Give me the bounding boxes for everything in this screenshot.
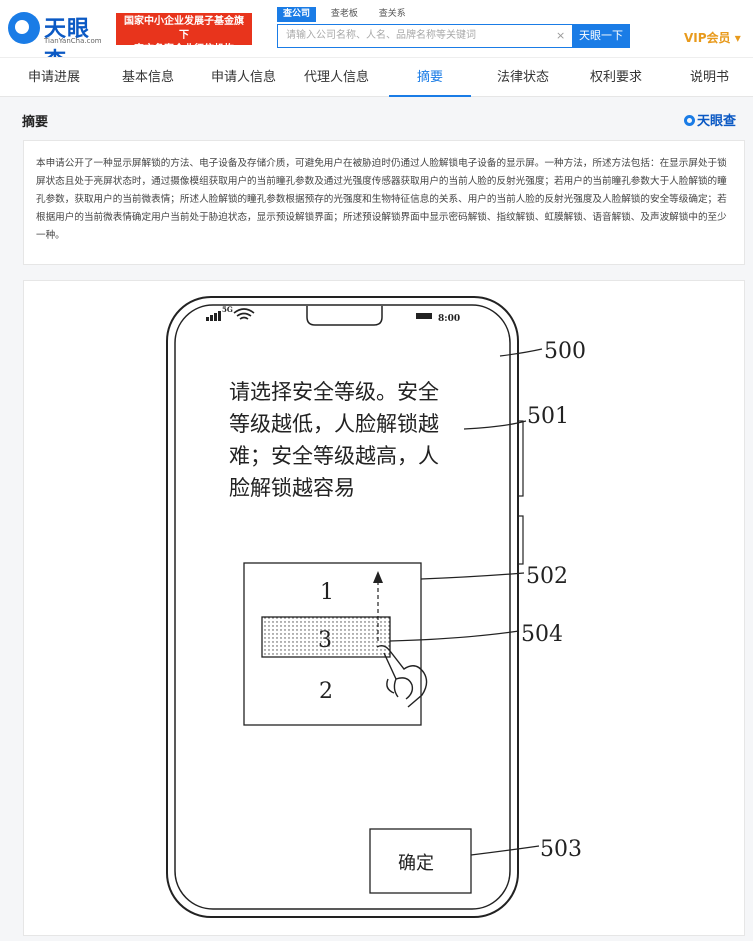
tab-agent-info[interactable]: 代理人信息 [304, 70, 370, 85]
tab-legal-status[interactable]: 法律状态 [497, 70, 550, 85]
hand-icon [376, 644, 428, 708]
badge-line-1: 国家中小企业发展子基金旗下 [124, 16, 244, 41]
confirm-button[interactable] [369, 828, 472, 894]
signal-bar-2 [210, 315, 213, 321]
ref-label-503: 503 [540, 837, 582, 862]
prompt-line-2: 等级越低，人脸解锁越 [229, 412, 439, 436]
phone-inner-body [174, 304, 511, 910]
search-type-tabs: 查公司 查老板 查关系 [277, 7, 418, 23]
phone-notch [306, 306, 383, 326]
signal-bar-1 [206, 317, 209, 321]
search-input[interactable]: 请输入公司名称、人名、品牌名称等关键词 [286, 30, 476, 41]
prompt-line-1: 请选择安全等级。安全 [229, 380, 439, 404]
ref-line-501 [463, 420, 527, 430]
ref-label-504: 504 [521, 622, 563, 647]
search-tab-relation[interactable]: 查关系 [378, 9, 406, 19]
status-time: 8:00 [438, 314, 460, 324]
status-5g: 5G [222, 305, 233, 314]
brand-logo-icon [684, 115, 695, 126]
ref-line-504 [389, 630, 520, 642]
clear-icon[interactable]: × [556, 29, 566, 42]
picker-value-selected[interactable]: 3 [318, 628, 332, 653]
brand-logo-text: 天眼查 [697, 114, 737, 129]
tab-claims[interactable]: 权利要求 [590, 70, 643, 85]
signal-bar-4 [218, 311, 221, 321]
tianyancha-logo[interactable]: 天眼查 TianYanCha.com [8, 9, 108, 74]
search-tab-company[interactable]: 查公司 [277, 7, 317, 22]
tab-description[interactable]: 说明书 [690, 70, 730, 85]
section-brand-logo: 天眼查 [684, 110, 736, 129]
picker-value-top[interactable]: 1 [320, 580, 334, 605]
ref-line-500 [499, 348, 543, 357]
phone-side-button-2 [517, 515, 524, 565]
prompt-line-3: 难；安全等级越高，人 [229, 444, 439, 468]
active-tab-indicator [389, 95, 471, 98]
signal-bar-3 [214, 313, 217, 321]
official-badge: 国家中小企业发展子基金旗下 官方备案企业征信机构 [116, 13, 252, 55]
ref-label-501: 501 [527, 404, 569, 429]
search-button[interactable]: 天眼一下 [572, 24, 630, 48]
logo-mark-icon [8, 12, 40, 44]
phone-outer-body [166, 296, 519, 918]
site-header: 天眼查 TianYanCha.com 国家中小企业发展子基金旗下 官方备案企业征… [0, 0, 753, 74]
phone-side-button-1 [517, 420, 524, 497]
confirm-label[interactable]: 确定 [398, 853, 434, 874]
abstract-text: 本申请公开了一种显示屏解锁的方法、电子设备及存储介质，可避免用户在被胁迫时仍通过… [23, 140, 745, 265]
section-title: 摘要 [22, 115, 49, 130]
picker-value-bottom[interactable]: 2 [319, 679, 333, 704]
logo-subtext: TianYanCha.com [44, 37, 102, 45]
prompt-line-4: 脸解锁越容易 [229, 476, 355, 500]
patent-drawing: 5G 8:00 请选择安全等级。安全 等级越低，人脸解锁越 难；安全等级越高，人… [23, 280, 745, 936]
battery-icon [416, 313, 432, 319]
tab-abstract[interactable]: 摘要 [417, 70, 444, 85]
ref-label-502: 502 [526, 564, 568, 589]
tab-applicant-info[interactable]: 申请人信息 [211, 70, 277, 85]
patent-tab-nav: 申请进展 基本信息 申请人信息 代理人信息 摘要 法律状态 权利要求 说明书 [0, 57, 753, 98]
ref-label-500: 500 [544, 339, 586, 364]
search-bar: 请输入公司名称、人名、品牌名称等关键词 × 天眼一下 [277, 24, 630, 48]
wifi-icon [233, 308, 255, 320]
ref-line-503 [470, 845, 540, 856]
vip-member-menu[interactable]: VIP会员 ▾ [684, 31, 741, 45]
picker-selected-row[interactable] [261, 616, 391, 658]
search-tab-boss[interactable]: 查老板 [330, 9, 358, 19]
ref-line-502 [420, 572, 525, 580]
tab-basic-info[interactable]: 基本信息 [122, 70, 175, 85]
phone-figure-svg: 5G 8:00 请选择安全等级。安全 等级越低，人脸解锁越 难；安全等级越高，人… [166, 296, 586, 918]
badge-line-2: 官方备案企业征信机构 [134, 44, 234, 55]
swipe-arrow-head [373, 571, 383, 583]
tab-application-progress[interactable]: 申请进展 [28, 70, 81, 85]
security-level-picker[interactable] [243, 562, 422, 726]
